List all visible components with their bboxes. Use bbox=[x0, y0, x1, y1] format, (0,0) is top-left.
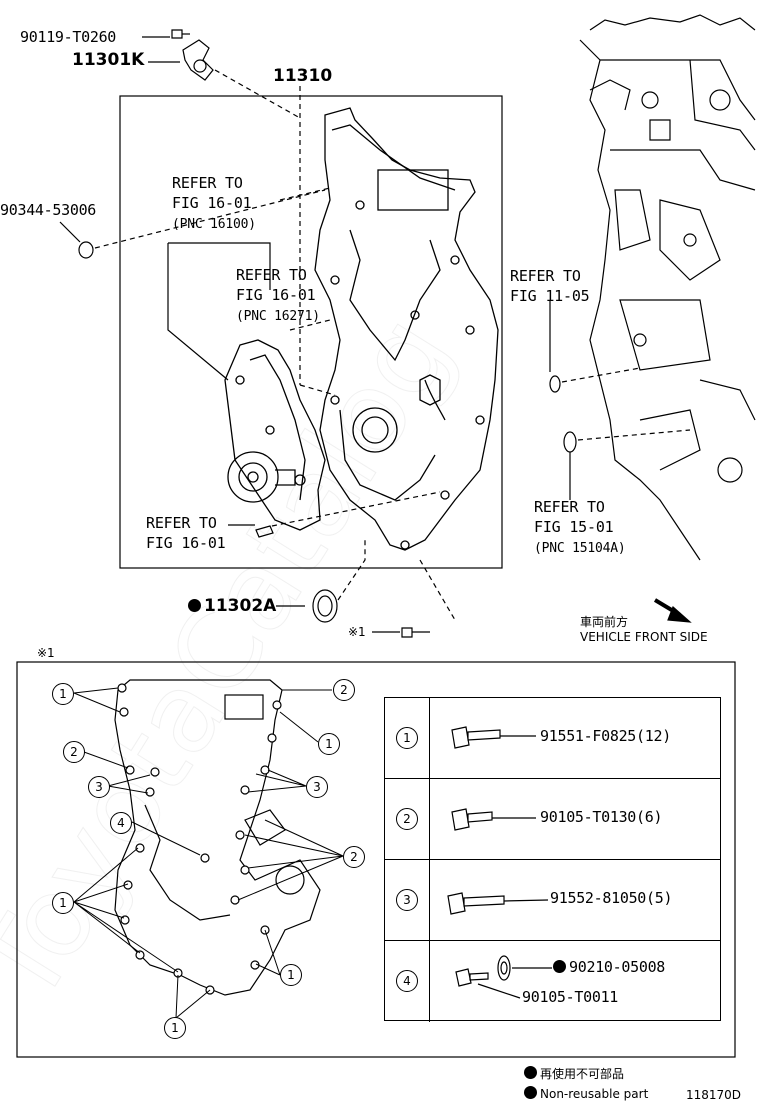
ref-line: FIG 16-01 bbox=[146, 534, 226, 552]
ref-line: (PNC 16271) bbox=[236, 309, 320, 324]
callout-3: 3 bbox=[306, 776, 328, 798]
figure-code: 118170D bbox=[686, 1088, 742, 1102]
legend-num-cell: 3 bbox=[385, 860, 430, 940]
callout-1: 1 bbox=[318, 733, 340, 755]
ref-line: FIG 16-01 bbox=[172, 194, 252, 212]
vehicle-front-jp: 車両前方 bbox=[580, 615, 629, 629]
legend-num-cell: 1 bbox=[385, 698, 430, 778]
ref-line: FIG 11-05 bbox=[510, 287, 590, 305]
legend-callout: 3 bbox=[396, 889, 418, 911]
callout-1: 1 bbox=[52, 683, 74, 705]
non-reusable-legend-en: Non-reusable part bbox=[524, 1086, 648, 1101]
legend-row: 4 90210-05008 90105-T0011 bbox=[385, 941, 720, 1022]
legend-callout: 2 bbox=[396, 808, 418, 830]
ref-line: REFER TO bbox=[146, 514, 217, 532]
part-number-timing-cover: 11310 bbox=[273, 66, 333, 86]
ref-line: FIG 16-01 bbox=[236, 286, 316, 304]
non-reusable-marker-icon bbox=[524, 1086, 537, 1099]
callout-1: 1 bbox=[52, 892, 74, 914]
detail-cover bbox=[114, 679, 321, 996]
legend-part-number[interactable]: 90105-T0130(6) bbox=[540, 808, 663, 826]
part-number-sensor-bolt: 90119-T0260 bbox=[20, 28, 117, 46]
part-number-sensor: 11301K bbox=[72, 50, 145, 70]
legend-row: 1 91551-F0825(12) bbox=[385, 698, 720, 779]
legend-num-cell: 2 bbox=[385, 779, 430, 859]
timing-cover bbox=[314, 107, 499, 551]
ref-line: REFER TO bbox=[236, 266, 307, 284]
callout-3: 3 bbox=[88, 776, 110, 798]
ref-line: REFER TO bbox=[172, 174, 243, 192]
cover-group-frame bbox=[119, 95, 503, 569]
detail-frame bbox=[16, 661, 736, 1058]
legend-part-number[interactable]: 91552-81050(5) bbox=[550, 889, 673, 907]
detail-mark: ※1 bbox=[37, 646, 55, 660]
legend-callout: 1 bbox=[396, 727, 418, 749]
non-reusable-marker-icon bbox=[188, 599, 201, 612]
reference-fig-15-01-pnc-15104a[interactable]: REFER TO FIG 15-01 (PNC 15104A) bbox=[534, 497, 626, 559]
water-pump bbox=[224, 339, 326, 531]
note-mark: ※1 bbox=[348, 625, 366, 639]
ref-line: FIG 15-01 bbox=[534, 518, 614, 536]
legend-num-cell: 4 bbox=[385, 941, 430, 1022]
callout-2: 2 bbox=[333, 679, 355, 701]
non-reusable-marker-icon bbox=[524, 1066, 537, 1079]
legend-row: 2 90105-T0130(6) bbox=[385, 779, 720, 860]
reference-fig-11-05[interactable]: REFER TO FIG 11-05 bbox=[510, 266, 590, 306]
ref-line: (PNC 15104A) bbox=[534, 541, 626, 556]
legend-part-number-washer[interactable]: 90210-05008 bbox=[553, 958, 665, 976]
ref-line: (PNC 16100) bbox=[172, 217, 256, 232]
callout-1: 1 bbox=[164, 1017, 186, 1039]
reference-fig-16-01-pnc-16100[interactable]: REFER TO FIG 16-01 (PNC 16100) bbox=[172, 173, 256, 235]
sensor-part bbox=[171, 29, 214, 81]
reference-fig-16-01-pnc-16271[interactable]: REFER TO FIG 16-01 (PNC 16271) bbox=[236, 265, 320, 327]
callout-1: 1 bbox=[280, 964, 302, 986]
callout-2: 2 bbox=[63, 741, 85, 763]
non-reusable-legend-jp: 再使用不可部品 bbox=[524, 1065, 624, 1082]
vehicle-front-en: VEHICLE FRONT SIDE bbox=[580, 630, 708, 644]
legend-part-number[interactable]: 91551-F0825(12) bbox=[540, 727, 671, 745]
legend-bolts bbox=[447, 726, 552, 999]
detail-leaders bbox=[73, 687, 344, 1019]
legend-part-number-bolt[interactable]: 90105-T0011 bbox=[522, 988, 619, 1006]
part-number-plug: 90344-53006 bbox=[0, 201, 97, 219]
fastener-legend-table: 1 91551-F0825(12) 2 90105-T0130(6) 3 915… bbox=[384, 697, 721, 1022]
ref-line: REFER TO bbox=[510, 267, 581, 285]
engine-block bbox=[579, 14, 756, 561]
callout-4: 4 bbox=[110, 812, 132, 834]
part-number-oil-seal: 11302A bbox=[188, 596, 276, 616]
legend-callout: 4 bbox=[396, 970, 418, 992]
callout-2: 2 bbox=[343, 846, 365, 868]
legend-row: 3 91552-81050(5) bbox=[385, 860, 720, 941]
reference-fig-16-01[interactable]: REFER TO FIG 16-01 bbox=[146, 513, 226, 553]
ref-line: REFER TO bbox=[534, 498, 605, 516]
non-reusable-marker-icon bbox=[553, 960, 566, 973]
